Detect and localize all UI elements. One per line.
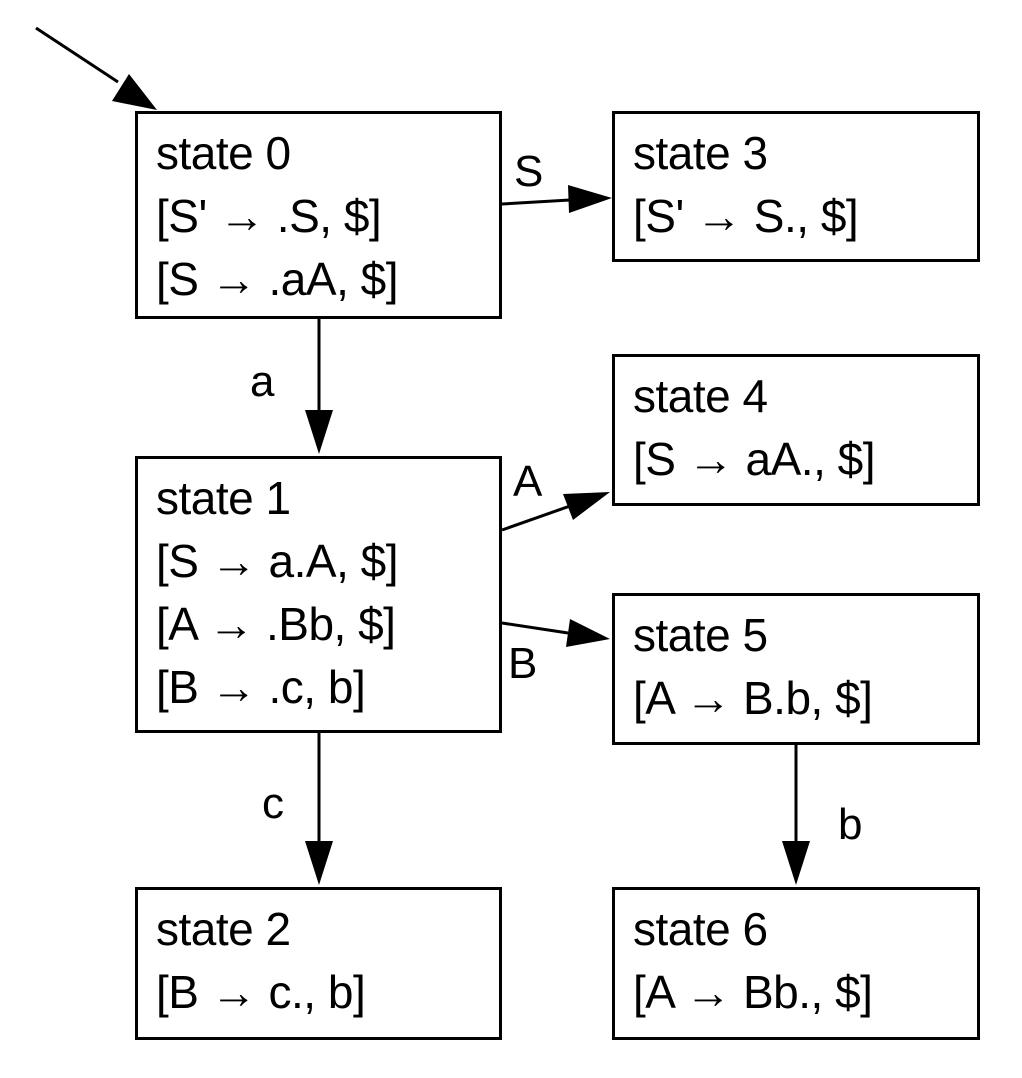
state-6-title: state 6 <box>633 903 768 955</box>
state-5-title: state 5 <box>633 609 768 661</box>
edge-s0-s1 <box>305 319 333 454</box>
edge-label-s0-s1: a <box>250 357 275 406</box>
edge-label-s1-s2: c <box>262 779 284 828</box>
edge-s1-s4 <box>501 492 610 532</box>
state-2-item-1: [B → c., b] <box>156 966 366 1018</box>
edge-s1-s2 <box>305 733 333 885</box>
state-3-box: state 3 [S' → S., $] <box>612 111 980 262</box>
edge-label-s5-s6: b <box>838 800 863 849</box>
state-1-title: state 1 <box>156 472 291 524</box>
state-0-title: state 0 <box>156 127 291 179</box>
edge-s0-s3 <box>501 185 612 213</box>
state-4-title: state 4 <box>633 370 768 422</box>
edge-label-s1-s5: B <box>508 639 538 688</box>
state-1-item-3: [B → .c, b] <box>156 661 366 713</box>
state-4-item-1: [S → aA., $] <box>633 433 876 485</box>
state-5-item-1: [A → B.b, $] <box>633 672 873 724</box>
state-2-title: state 2 <box>156 903 291 955</box>
edge-s5-s6 <box>782 745 810 885</box>
state-0-item-2: [S → .aA, $] <box>156 253 399 305</box>
state-0-box: state 0 [S' → .S, $] [S → .aA, $] <box>135 111 502 319</box>
state-3-title: state 3 <box>633 127 768 179</box>
state-1-item-1: [S → a.A, $] <box>156 535 399 587</box>
state-4-box: state 4 [S → aA., $] <box>612 354 980 506</box>
edge-label-s1-s4: A <box>513 457 543 506</box>
edge-s1-s5 <box>501 619 610 647</box>
state-6-item-1: [A → Bb., $] <box>633 966 873 1018</box>
edge-label-s0-s3: S <box>514 147 544 196</box>
state-6-box: state 6 [A → Bb., $] <box>612 887 980 1040</box>
state-1-item-2: [A → .Bb, $] <box>156 598 396 650</box>
state-1-box: state 1 [S → a.A, $] [A → .Bb, $] [B → .… <box>135 456 502 733</box>
state-2-box: state 2 [B → c., b] <box>135 887 502 1040</box>
state-0-item-1: [S' → .S, $] <box>156 190 382 242</box>
state-5-box: state 5 [A → B.b, $] <box>612 593 980 745</box>
start-arrow <box>35 26 157 110</box>
state-3-item-1: [S' → S., $] <box>633 190 859 242</box>
